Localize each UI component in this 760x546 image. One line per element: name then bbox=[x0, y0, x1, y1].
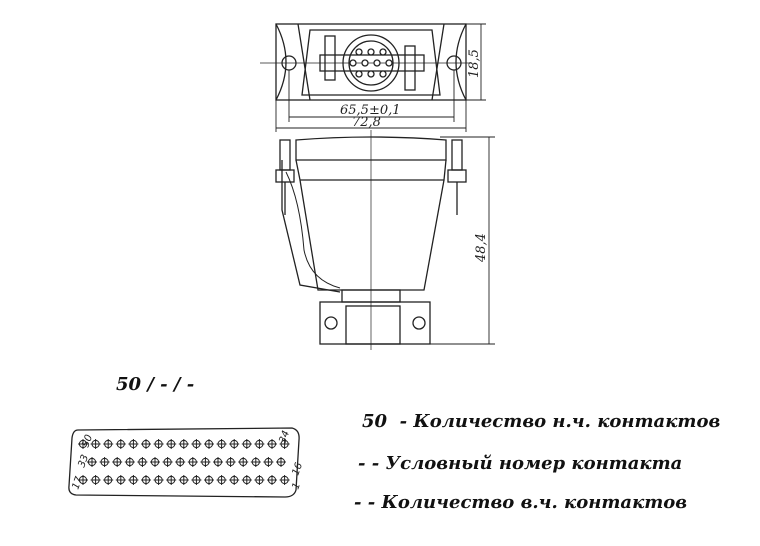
legend-code: - bbox=[358, 453, 366, 474]
pin-label-16: 16 bbox=[290, 461, 305, 477]
legend-text: - Количество н.ч. контактов bbox=[399, 411, 721, 432]
contact-pin-crosshair bbox=[162, 457, 173, 467]
contact-pin-crosshair bbox=[263, 457, 274, 467]
contact-pin-crosshair bbox=[241, 475, 252, 485]
contact-pin-crosshair bbox=[204, 475, 214, 485]
contact-pin-crosshair bbox=[178, 475, 189, 485]
contact-pin-crosshair bbox=[103, 439, 114, 449]
contact-pin-crosshair bbox=[178, 439, 189, 449]
legend-text: - Условный номер контакта bbox=[371, 453, 683, 474]
contact-pin-crosshair bbox=[279, 475, 290, 485]
contact-pin-crosshair bbox=[200, 457, 211, 467]
contact-pin-crosshair bbox=[112, 457, 123, 467]
contact-pin-crosshair bbox=[267, 475, 277, 485]
contact-pin-crosshair bbox=[141, 439, 151, 449]
contact-pin-crosshair bbox=[166, 439, 177, 449]
contact-pin-crosshair bbox=[166, 475, 177, 485]
contact-pin-crosshair bbox=[191, 475, 202, 485]
contact-pin-crosshair bbox=[241, 439, 252, 449]
dimension-lines bbox=[275, 23, 495, 345]
pin-label-17: 17 bbox=[70, 475, 85, 491]
legend-text: - Количество в.ч. контактов bbox=[367, 492, 688, 513]
contact-pin-crosshair bbox=[128, 475, 139, 485]
dim-height-side: 48,4 bbox=[474, 233, 489, 263]
contact-pin-crosshair bbox=[153, 475, 164, 485]
contact-pin-crosshair bbox=[90, 475, 101, 485]
contact-pin-crosshair bbox=[150, 457, 160, 467]
contact-pin-crosshair bbox=[191, 439, 202, 449]
contact-pin-crosshair bbox=[175, 457, 186, 467]
top-view bbox=[260, 23, 470, 101]
legend-row-2: - - Условный номер контакта bbox=[358, 453, 682, 474]
contact-pin-crosshair bbox=[250, 457, 261, 467]
legend-code: - bbox=[354, 492, 362, 513]
contact-pin-crosshair bbox=[276, 457, 286, 467]
contact-pin-crosshair bbox=[187, 457, 198, 467]
side-view bbox=[275, 130, 467, 350]
contact-pin-crosshair bbox=[115, 475, 126, 485]
pin-label-33: 33 bbox=[76, 453, 91, 469]
contact-pin-crosshair bbox=[204, 439, 214, 449]
contact-pin-crosshair bbox=[87, 457, 97, 467]
contact-pin-crosshair bbox=[213, 457, 223, 467]
dim-hole-spacing: 65,5±0,1 bbox=[340, 103, 401, 118]
contact-pin-crosshair bbox=[267, 439, 277, 449]
contact-pin-crosshair bbox=[225, 457, 236, 467]
legend-code: 50 bbox=[362, 411, 388, 432]
contact-pin-crosshair bbox=[128, 439, 139, 449]
contact-pin-crosshair bbox=[153, 439, 164, 449]
contact-pin-crosshair bbox=[78, 439, 88, 449]
contact-pin-crosshair bbox=[99, 457, 110, 467]
dim-height-top: 18,5 bbox=[467, 49, 482, 78]
contact-pin-crosshair bbox=[229, 475, 240, 485]
contact-pin-crosshair bbox=[254, 439, 265, 449]
pin-label-50: 50 bbox=[80, 433, 95, 449]
contact-pin-crosshair bbox=[141, 475, 151, 485]
contact-pin-crosshair bbox=[103, 475, 114, 485]
contact-pin-crosshair bbox=[137, 457, 148, 467]
contact-pin-crosshair bbox=[238, 457, 249, 467]
connector-face: 50 34 33 17 16 1 bbox=[68, 427, 305, 498]
designation: 50 / - / - bbox=[116, 374, 195, 395]
contact-pin-crosshair bbox=[254, 475, 265, 485]
dim-overall-width: 72,8 bbox=[352, 115, 381, 130]
pin-label-1: 1 bbox=[290, 481, 303, 491]
legend-row-1: 50 - Количество н.ч. контактов bbox=[362, 411, 720, 432]
contact-pin-crosshair bbox=[90, 439, 101, 449]
pin-label-34: 34 bbox=[277, 429, 292, 445]
contact-pin-crosshair bbox=[124, 457, 135, 467]
contact-pin-crosshair bbox=[216, 439, 227, 449]
contact-pin-crosshair bbox=[279, 439, 290, 449]
contact-pin-crosshair bbox=[229, 439, 240, 449]
contact-pin-crosshair bbox=[78, 475, 88, 485]
legend-row-3: - - Количество в.ч. контактов bbox=[354, 492, 687, 513]
contact-pin-crosshair bbox=[216, 475, 227, 485]
contact-pin-crosshair bbox=[115, 439, 126, 449]
